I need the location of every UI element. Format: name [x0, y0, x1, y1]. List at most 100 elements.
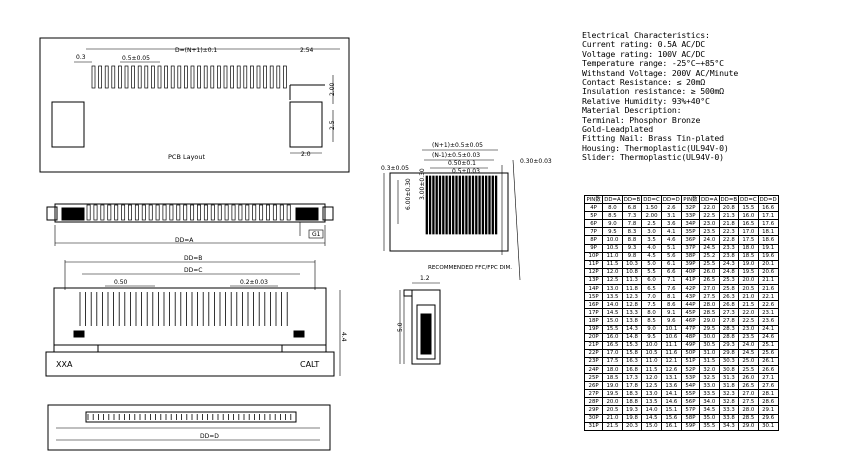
- table-cell: 21.0: [738, 292, 759, 302]
- table-cell: 22.8: [718, 235, 740, 245]
- table-cell: 20.6: [757, 267, 779, 277]
- table-cell: 32.8: [718, 397, 740, 407]
- table-cell: 13.6: [660, 381, 682, 391]
- table-cell: 26.3: [718, 292, 740, 302]
- table-cell: 12.0: [641, 373, 662, 383]
- top-pin: [210, 204, 215, 221]
- table-cell: 46P: [680, 316, 701, 326]
- table-cell: 13.5: [641, 397, 662, 407]
- table-cell: 11.0: [602, 251, 623, 261]
- table-cell: 28.3: [718, 324, 740, 334]
- table-cell: 5.1: [660, 243, 682, 253]
- table-cell: 34P: [680, 219, 701, 229]
- pcb-pad: [269, 65, 274, 89]
- table-cell: 27.8: [718, 316, 740, 326]
- pcb-pad: [144, 65, 149, 89]
- table-cell: 28.5: [699, 308, 720, 318]
- pcb-pad: [243, 65, 248, 89]
- table-cell: 29.0: [738, 421, 759, 431]
- table-cell: 5.6: [660, 251, 682, 261]
- table-cell: 27.0: [699, 284, 720, 294]
- top-pin: [121, 204, 126, 221]
- table-cell: 18.3: [621, 389, 643, 399]
- table-cell: 47P: [680, 324, 701, 334]
- ffc-finger: [452, 175, 455, 235]
- table-cell: 16P: [583, 300, 604, 310]
- pcb-pad: [157, 65, 162, 89]
- table-cell: 20.0: [738, 275, 759, 286]
- recommended-label: RECOMMENDED FFC/FPC DIM.: [428, 265, 512, 271]
- calt-label: CALT: [300, 360, 319, 369]
- table-cell: 25.0: [738, 356, 759, 366]
- table-cell: 6.0: [641, 275, 662, 286]
- table-cell: 28.0: [699, 300, 720, 310]
- ffc-finger: [461, 175, 465, 235]
- table-cell: 24.1: [757, 324, 779, 334]
- table-cell: 12.5: [602, 275, 623, 286]
- table-cell: 26P: [583, 381, 604, 391]
- table-cell: 8P: [583, 235, 604, 245]
- top-pin: [107, 204, 112, 221]
- pcb-pad: [118, 65, 122, 89]
- table-cell: 6P: [583, 219, 604, 229]
- top-pin: [155, 204, 160, 221]
- table-cell: 9.8: [621, 251, 643, 261]
- table-cell: 9.0: [641, 324, 662, 334]
- table-cell: 37P: [680, 243, 701, 253]
- table-cell: 30.0: [699, 332, 720, 342]
- table-cell: 25.8: [718, 284, 740, 294]
- table-cell: 24.3: [718, 259, 740, 269]
- table-cell: 12P: [583, 267, 604, 277]
- xxa-label: XXA: [56, 360, 73, 369]
- ffc-finger: [475, 175, 478, 235]
- table-cell: 18.5: [738, 251, 759, 261]
- table-cell: 29.0: [699, 316, 720, 326]
- table-cell: 17.5: [602, 356, 623, 366]
- table-cell: 29.6: [757, 413, 779, 423]
- pcb-pad: [250, 65, 254, 89]
- ffc-finger: [435, 175, 438, 235]
- side-12-dim: 1.2: [420, 275, 430, 282]
- ffc-h2-dim: 3.00±0.30: [419, 168, 426, 200]
- table-cell: 12.8: [621, 300, 643, 310]
- table-cell: 3.5: [641, 235, 662, 245]
- ffc-side-dim: 0.3±0.05: [381, 165, 409, 172]
- table-cell: 11.5: [641, 364, 662, 375]
- top-pin: [217, 204, 222, 221]
- table-cell: 26.1: [757, 356, 779, 366]
- table-cell: 2.00: [641, 211, 662, 221]
- table-cell: 55P: [680, 389, 701, 399]
- top-pin: [266, 204, 270, 221]
- table-cell: 4.6: [660, 235, 682, 245]
- table-cell: 14.5: [602, 308, 623, 318]
- table-cell: 23.5: [699, 227, 720, 237]
- table-cell: 8.0: [602, 203, 623, 213]
- table-cell: 32P: [680, 203, 701, 213]
- pcb-pad: [91, 65, 96, 89]
- pcb-03-dim: 0.3: [76, 54, 86, 61]
- table-cell: 40P: [680, 267, 701, 277]
- table-cell: 31.0: [699, 348, 720, 358]
- table-cell: 16.3: [621, 356, 643, 366]
- table-cell: 13.8: [621, 316, 643, 326]
- pcb-pad: [104, 65, 109, 89]
- top-pin: [169, 204, 174, 221]
- table-cell: 10.6: [660, 332, 682, 342]
- table-cell: 7.8: [621, 219, 643, 229]
- pcb-pad: [236, 65, 241, 89]
- table-cell: 26.5: [699, 275, 720, 286]
- pcb-254-dim: 2.54: [300, 47, 314, 54]
- table-cell: 9.3: [621, 243, 643, 253]
- pcb-pad: [190, 65, 195, 89]
- table-cell: 35P: [680, 227, 701, 237]
- table-cell: 10.8: [621, 267, 643, 277]
- spec-line: Slider: Thermoplastic(UL94V-0): [582, 152, 724, 163]
- table-cell: 28.5: [738, 413, 759, 423]
- table-cell: 45P: [680, 308, 701, 318]
